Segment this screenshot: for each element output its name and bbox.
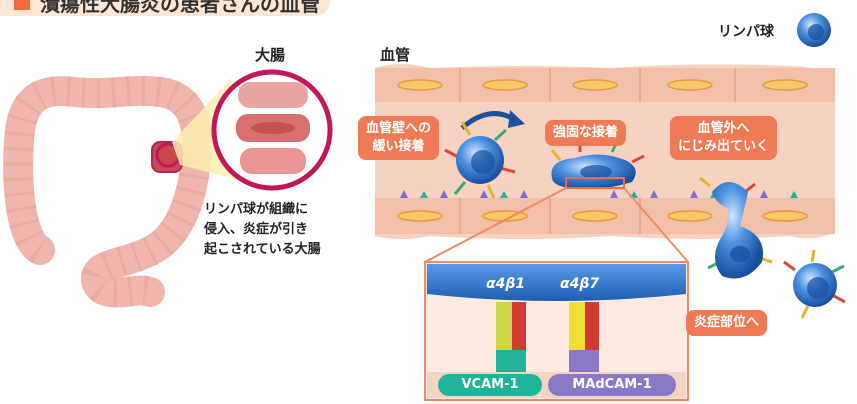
colon-label: 大腸: [255, 46, 286, 64]
callout-line: 血管外へ: [697, 121, 750, 136]
lymphocyte-legend-icon: [797, 13, 831, 47]
ligand-madcam1: MAdCAM-1: [548, 374, 676, 396]
title-banner: [0, 0, 330, 16]
integrin-label-a4b7: α4β7: [560, 276, 600, 292]
title-marker: [14, 0, 30, 10]
callout-line: にじみ出ていく: [678, 139, 770, 154]
colon-note-line: 起こされている大腸: [204, 242, 321, 257]
ligand-vcam1: VCAM-1: [438, 374, 542, 396]
flow-arrow-head: [508, 110, 525, 128]
callout-line: 緩い接着: [372, 139, 425, 154]
callout-loose-adhesion: 血管壁への 緩い接着: [358, 116, 440, 160]
zoom-circle: [211, 69, 333, 191]
vessel-label: 血管: [380, 46, 411, 64]
colon-illustration: [3, 75, 240, 308]
lymphocyte-extravasating: [699, 176, 773, 279]
lymphocyte-rolling: [444, 121, 516, 199]
callout-to-inflammation: 炎症部位へ: [686, 310, 768, 336]
lymphocyte-label: リンパ球: [718, 24, 774, 40]
callout-line: 血管壁への: [366, 121, 432, 136]
callout-strong-adhesion: 強固な接着: [545, 120, 627, 146]
integrin-label-a4b1: α4β1: [486, 276, 526, 292]
lymphocyte-released: [783, 249, 846, 319]
colon-note: リンパ球が組織に 侵入、炎症が引き 起こされている大腸: [204, 200, 321, 260]
colon-note-line: リンパ球が組織に: [204, 202, 309, 217]
callout-extravasation: 血管外へ にじみ出ていく: [670, 116, 778, 160]
page-title: 潰瘍性大腸炎の患者さんの血管: [40, 0, 320, 16]
colon-note-line: 侵入、炎症が引き: [204, 222, 309, 237]
